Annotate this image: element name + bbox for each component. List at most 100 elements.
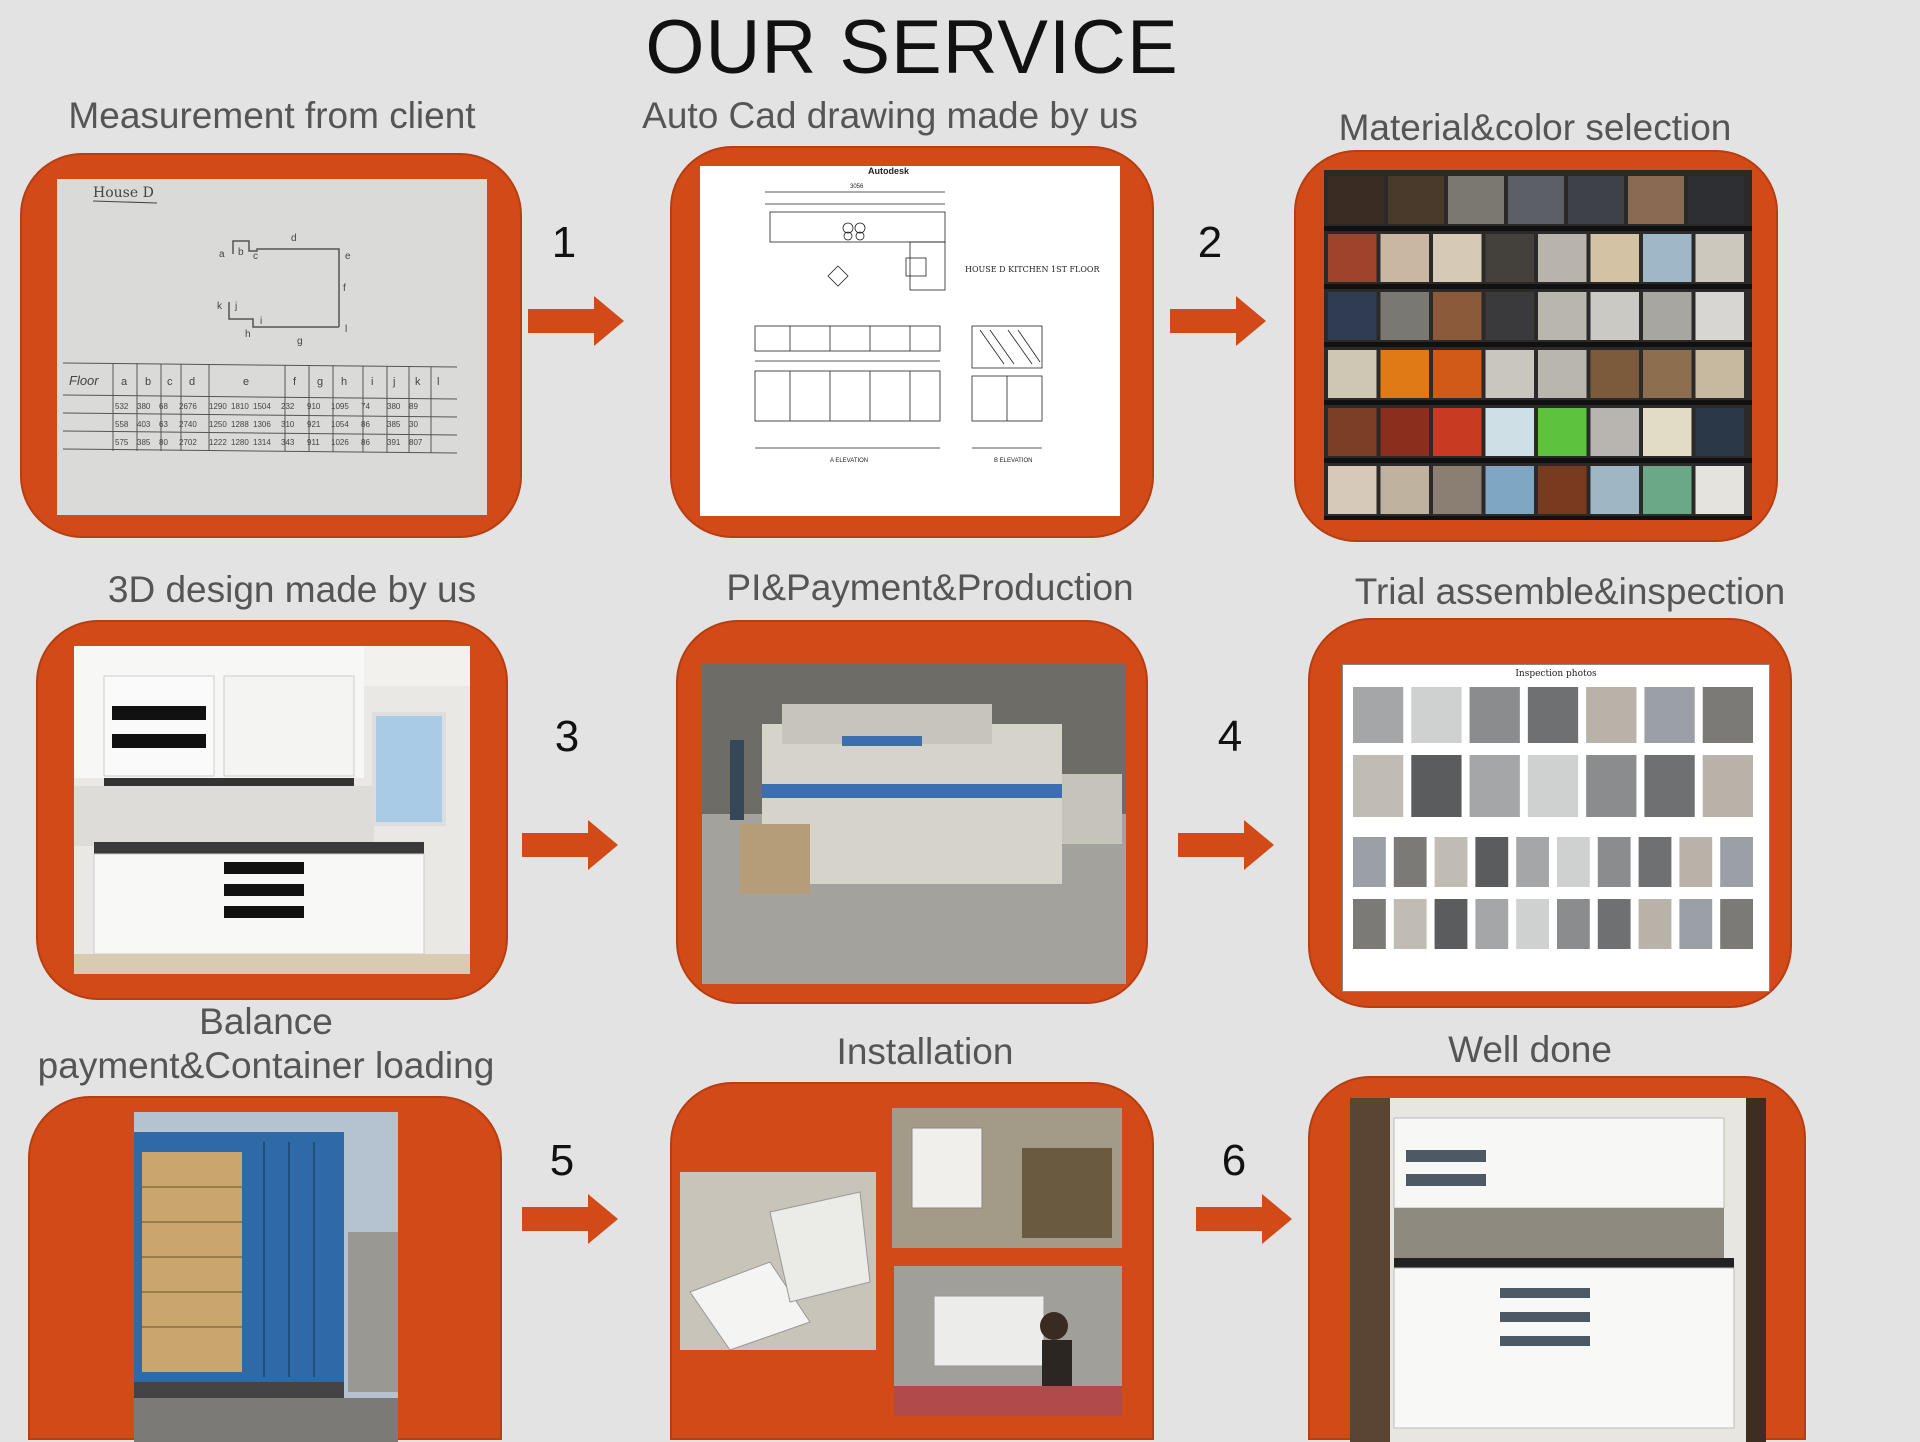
sketch-cell: 380 <box>137 402 151 411</box>
inspection-thumbnail <box>1393 899 1427 949</box>
step-label-loading-line1: Balance <box>199 1001 333 1042</box>
color-swatch <box>1590 292 1639 340</box>
svg-text:e: e <box>345 251 351 262</box>
step-number-2: 2 <box>1197 218 1223 267</box>
step-card-well-done <box>1308 1076 1806 1442</box>
color-swatch <box>1433 466 1482 514</box>
cad-dim-total: 3056 <box>850 184 864 190</box>
cad-elevation-b: B ELEVATION <box>994 458 1032 464</box>
measurement-sketch-image: House D a b c d e f g h i j k l <box>57 179 487 515</box>
inspection-thumbnail <box>1586 755 1637 817</box>
sketch-column-header: i <box>371 376 373 388</box>
inspection-thumbnail <box>1679 899 1713 949</box>
color-swatch <box>1590 466 1639 514</box>
arrow-right-icon <box>1178 820 1274 870</box>
sketch-cell: 921 <box>307 420 321 429</box>
sketch-column-header: h <box>341 376 347 388</box>
inspection-photos-image: Inspection photos <box>1342 664 1770 992</box>
step-card-installation <box>670 1082 1154 1440</box>
sketch-cell: 1306 <box>253 420 271 429</box>
svg-text:b: b <box>238 247 244 258</box>
color-swatch <box>1380 234 1429 282</box>
sketch-column-header: d <box>189 376 195 388</box>
container-loading-image <box>134 1112 398 1442</box>
shelf-board <box>1324 516 1752 520</box>
sketch-cell: 1314 <box>253 438 271 447</box>
color-swatch <box>1448 176 1504 224</box>
shelf-board <box>1324 342 1752 347</box>
sketch-row-header: Floor <box>69 373 99 388</box>
sketch-cell: 910 <box>307 402 321 411</box>
color-swatch <box>1695 292 1744 340</box>
inspection-thumbnail <box>1475 837 1509 887</box>
color-swatch <box>1380 466 1429 514</box>
color-swatch <box>1388 176 1444 224</box>
color-swatch <box>1328 350 1377 398</box>
color-swatch <box>1433 234 1482 282</box>
step-number-6: 6 <box>1221 1136 1247 1185</box>
inspection-thumbnail <box>1411 687 1462 743</box>
sketch-column-header: a <box>121 376 128 388</box>
sketch-column-header: b <box>145 376 151 388</box>
inspection-thumbnail <box>1644 687 1695 743</box>
inspection-thumbnail <box>1638 899 1672 949</box>
sketch-column-header: k <box>415 376 421 388</box>
sketch-cell: 2676 <box>179 402 197 411</box>
inspection-heading: Inspection photos <box>1515 669 1597 679</box>
color-swatch <box>1643 466 1692 514</box>
svg-text:k: k <box>217 301 223 312</box>
step-card-3d-design <box>36 620 508 1000</box>
svg-text:g: g <box>297 336 303 347</box>
sketch-column-header: g <box>317 376 323 388</box>
inspection-thumbnail <box>1557 899 1590 949</box>
sketch-cell: 30 <box>409 420 418 429</box>
sketch-cell: 1288 <box>231 420 249 429</box>
sketch-cell: 1250 <box>209 420 227 429</box>
sketch-column-header: e <box>243 376 249 388</box>
color-swatch <box>1695 466 1744 514</box>
inspection-thumbnail <box>1353 899 1386 949</box>
svg-text:l: l <box>345 324 347 335</box>
installation-image-3 <box>894 1266 1122 1416</box>
svg-text:d: d <box>291 233 297 244</box>
inspection-thumbnail <box>1557 837 1590 887</box>
sketch-cell: 558 <box>115 420 129 429</box>
sketch-cell: 807 <box>409 438 423 447</box>
inspection-thumbnail <box>1353 687 1404 743</box>
color-swatch <box>1328 176 1384 224</box>
inspection-thumbnail <box>1353 755 1404 817</box>
inspection-thumbnail <box>1597 899 1631 949</box>
cad-caption: HOUSE D KITCHEN 1ST FLOOR <box>965 265 1100 274</box>
inspection-thumbnail <box>1393 837 1427 887</box>
sketch-cell: 1095 <box>331 402 349 411</box>
color-swatch <box>1590 408 1639 456</box>
arrow-right-icon <box>528 296 624 346</box>
color-swatch <box>1643 408 1692 456</box>
color-swatch <box>1508 176 1564 224</box>
sketch-cell: 1280 <box>231 438 249 447</box>
sketch-cell: 1222 <box>209 438 227 447</box>
3d-kitchen-render-image <box>74 646 470 974</box>
step-label-installation: Installation <box>836 1031 1014 1072</box>
svg-text:f: f <box>343 283 346 294</box>
color-swatch <box>1485 292 1534 340</box>
arrow-right-icon <box>1170 296 1266 346</box>
inspection-thumbnail <box>1679 837 1713 887</box>
inspection-thumbnail <box>1644 755 1695 817</box>
step-number-3: 3 <box>554 712 580 761</box>
arrow-right-icon <box>1196 1194 1292 1244</box>
sketch-cell: 1026 <box>331 438 349 447</box>
color-swatch <box>1695 234 1744 282</box>
inspection-thumbnail <box>1475 899 1509 949</box>
color-swatch <box>1628 176 1684 224</box>
sketch-column-header: c <box>167 376 173 388</box>
color-swatch <box>1328 234 1377 282</box>
sketch-heading: House D <box>93 185 154 201</box>
step-card-measurement: House D a b c d e f g h i j k l <box>20 153 522 538</box>
color-swatch <box>1695 408 1744 456</box>
color-swatch <box>1590 350 1639 398</box>
step-card-autocad: Autodesk <box>670 146 1154 538</box>
sketch-cell: 68 <box>159 402 168 411</box>
sketch-cell: 63 <box>159 420 168 429</box>
sketch-cell: 380 <box>387 402 401 411</box>
